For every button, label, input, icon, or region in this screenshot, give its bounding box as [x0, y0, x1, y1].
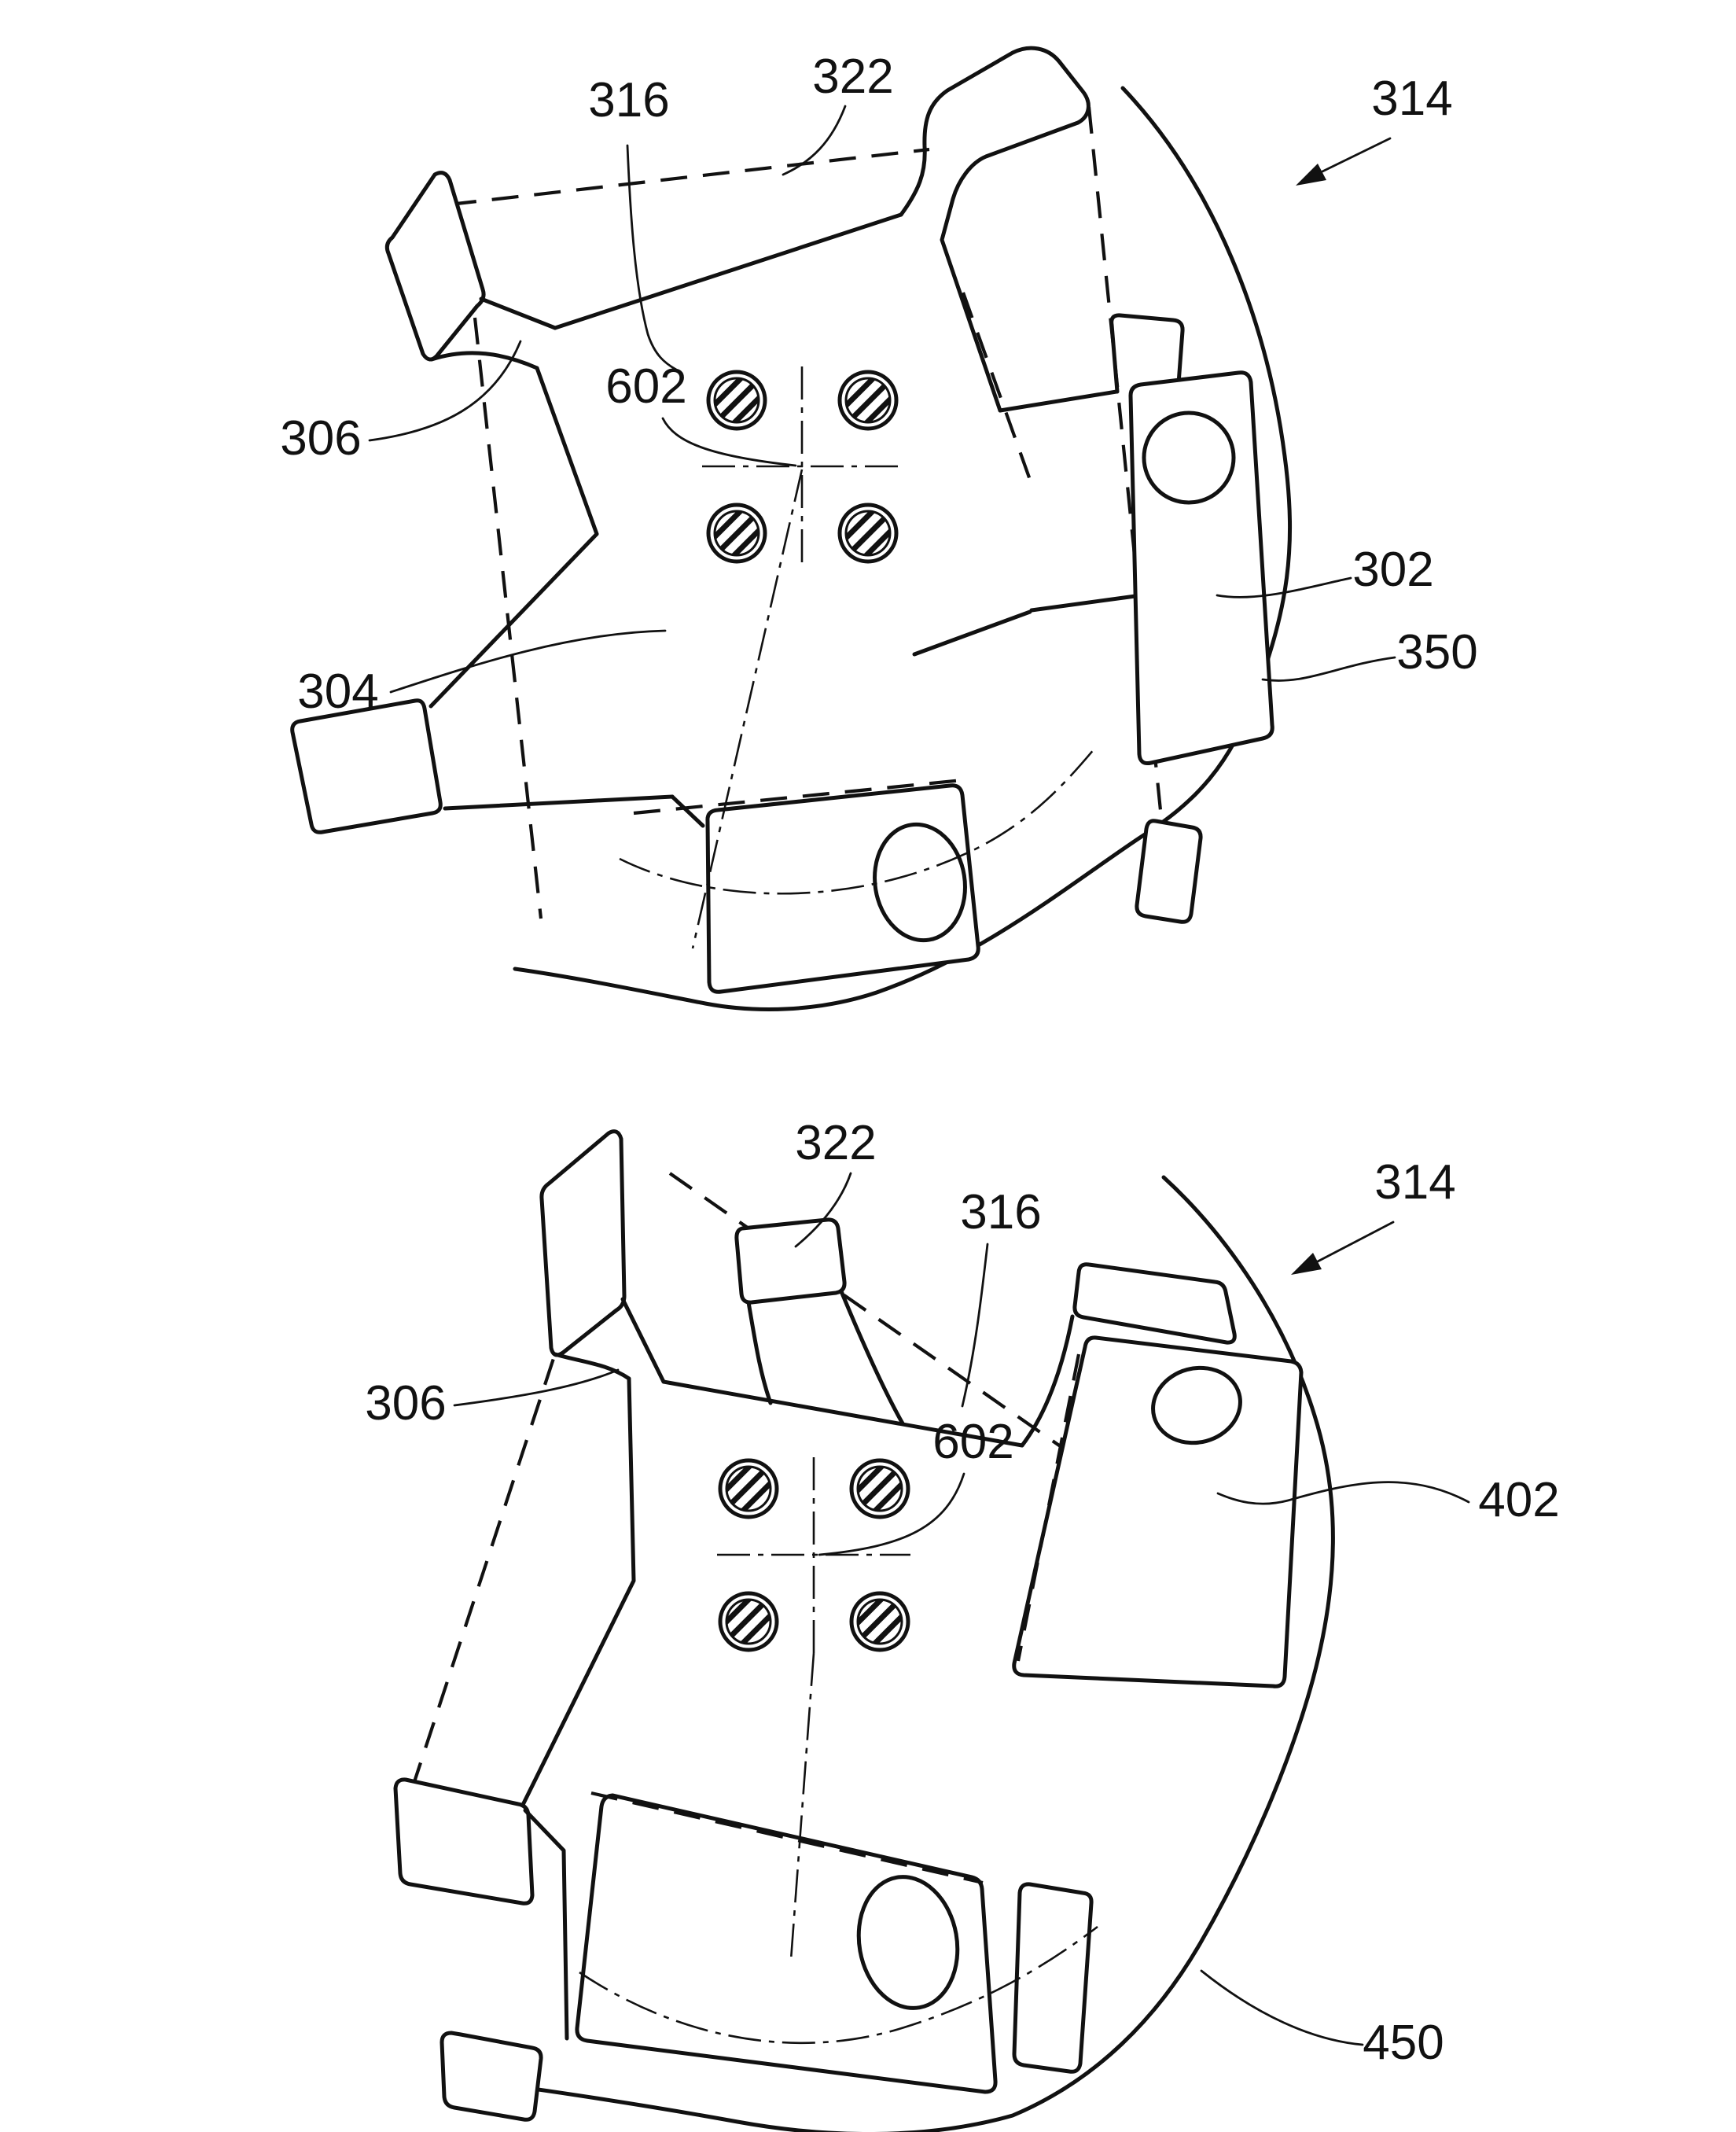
fastener-hole: [720, 1460, 777, 1517]
fastener-hole: [851, 1593, 908, 1650]
plate-lower-left-arm-bottom: [445, 797, 672, 808]
fastener-hole: [840, 505, 896, 562]
ref-label-316: 316: [960, 1185, 1041, 1239]
ref-label-314: 314: [1374, 1155, 1455, 1210]
plate-lower-left-flange: [395, 1780, 532, 1903]
figure-1: 316 322 314 306 602 302 304 350: [280, 48, 1477, 1009]
plate-top-arm: [901, 48, 1088, 411]
plate-notch-jog: [481, 299, 555, 328]
fastener-hole: [851, 1460, 908, 1517]
plate-right-arm-bottom-edge: [1032, 596, 1135, 610]
fastener-hole: [708, 505, 765, 562]
plate-lower-left-flange: [292, 701, 441, 833]
plate-upper-left-flange: [542, 1132, 624, 1355]
ref-label-602: 602: [605, 359, 686, 414]
plate-lower-notch-edge: [914, 612, 1030, 654]
ref-label-402: 402: [1478, 1473, 1559, 1527]
hidden-edge-dashed-top: [450, 149, 929, 204]
plate-right-arm-top-edge: [1000, 392, 1116, 411]
arrowhead-314: [1291, 1253, 1322, 1275]
leader-314: [1318, 1222, 1393, 1261]
plate-body-left-edge: [521, 1379, 634, 1808]
leader-450: [1201, 1971, 1363, 2045]
ref-label-314: 314: [1371, 72, 1452, 126]
ref-label-302: 302: [1352, 543, 1433, 597]
plate-right-arm-lower-tab: [1014, 1884, 1091, 2071]
fastener-hole: [840, 372, 896, 429]
plate-lower-join: [672, 797, 703, 826]
plate-notch-jog: [623, 1299, 664, 1382]
ref-label-350: 350: [1396, 625, 1477, 679]
hidden-edge-dashed-mid: [963, 293, 1030, 480]
arrowhead-314: [1296, 164, 1326, 186]
ref-label-450: 450: [1363, 2016, 1444, 2070]
leader-304: [391, 631, 665, 692]
leader-314: [1322, 138, 1390, 171]
plate-body-left-edge: [537, 368, 597, 534]
plate-right-arm-lower-tab: [1137, 821, 1201, 922]
plate-top-arm-tab: [737, 1220, 844, 1302]
insert-block-bottom: [577, 1795, 995, 2092]
plate-lower-arm-tab: [442, 2033, 541, 2119]
plate-top-arm-left-edge: [748, 1302, 771, 1403]
hidden-edge-dashed-left: [475, 318, 541, 919]
ref-label-322: 322: [795, 1116, 876, 1170]
plate-top-arm-right-edge: [841, 1291, 903, 1423]
ref-label-306: 306: [365, 1376, 446, 1431]
fastener-hole: [720, 1593, 777, 1650]
plate-right-arm-flange: [1075, 1265, 1234, 1342]
ref-label-306: 306: [280, 411, 361, 466]
ref-label-304: 304: [297, 665, 378, 719]
ref-label-322: 322: [812, 50, 893, 104]
fastener-hole: [708, 372, 765, 429]
figure-2: 322 316 314 306 602 402 450: [365, 1116, 1559, 2132]
leader-350: [1263, 657, 1395, 681]
leader-602: [663, 418, 796, 466]
plate-neck-left: [432, 353, 537, 368]
ref-label-316: 316: [588, 73, 669, 127]
plate-top-edge: [555, 215, 901, 328]
ref-label-602: 602: [932, 1415, 1013, 1469]
plate-neck-left: [555, 1354, 629, 1379]
leader-306: [454, 1370, 618, 1405]
